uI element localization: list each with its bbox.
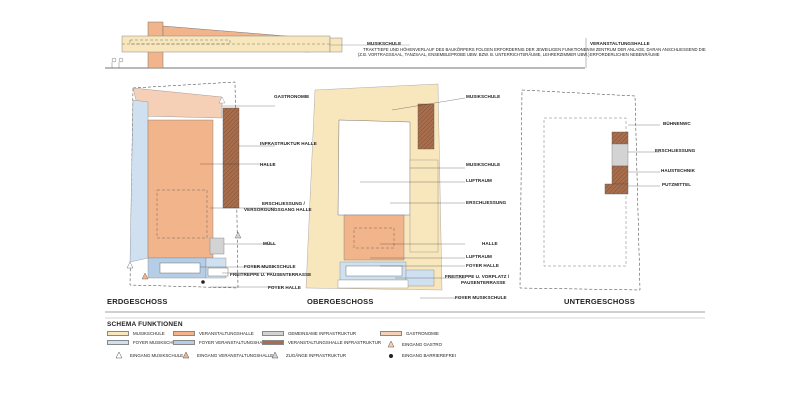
legend-item-foyer-ms: FOYER MUSIKSCHULE	[107, 340, 181, 345]
plan-lower-floor	[519, 89, 660, 291]
legend-item-veranstaltung: VERANSTALTUNGSHALLE	[173, 331, 254, 336]
swatch-foyer-v	[173, 340, 195, 345]
label-og-freitreppe-1: FREITREPPE U. VORPLATZ /	[445, 274, 510, 279]
label-og-erschliessung: ERSCHLIESSUNG	[466, 200, 507, 205]
label-og-freitreppe-2: PAUSENTERRASSE	[461, 280, 506, 285]
swatch-veranstaltung	[173, 331, 195, 336]
section-right-title: VERANSTALTUNGSHALLE	[590, 41, 650, 46]
section-note: TRAKTTIEFE UND HÖHENVERLAUF DES BAUKÖRPE…	[358, 47, 590, 57]
label-gastronomie: GASTRONOMIE	[274, 94, 310, 99]
label-versorgungsgang: VERSORGUNGSGANG HALLE	[244, 207, 312, 212]
label-infra-halle: INFRASTRUKTUR HALLE	[260, 141, 317, 146]
label-halle: HALLE	[260, 162, 276, 167]
caption-erdgeschoss: ERDGESCHOSS	[107, 297, 168, 306]
legend-item-foyer-v: FOYER VERANSTALTUNGSHALLE	[173, 340, 270, 345]
plan-ground-floor	[126, 81, 275, 289]
label-og-halle: HALLE	[482, 241, 498, 246]
legend-entrance-glyphs	[115, 340, 395, 359]
label-foyer-ms: FOYER MUSIKSCHULE	[244, 264, 296, 269]
label-ug-erschliessung: ERSCHLIESSUNG	[655, 148, 696, 153]
legend-title: SCHEMA FUNKTIONEN	[107, 321, 183, 328]
legend-entrance-veranstaltung: EINGANG VERANSTALTUNGSHALLE	[197, 353, 274, 358]
label-ug-putzmittel: PUTZMITTEL	[662, 182, 692, 187]
label-section-musikschule: MUSIKSCHULE	[367, 41, 402, 46]
legend-entrance-gastro: EINGANG GASTRO	[402, 342, 443, 347]
label-og-musikschule-1: MUSIKSCHULE	[466, 94, 501, 99]
label-ug-buehnenwc: BÜHNENWC	[663, 121, 691, 126]
caption-untergeschoss: UNTERGESCHOSS	[564, 297, 635, 306]
swatch-v-infra	[262, 340, 284, 345]
label-og-foyer-halle: FOYER HALLE	[466, 263, 499, 268]
plan-upper-floor	[305, 83, 466, 299]
legend-item-v-infra: VERANSTALTUNGSHALLE INFRASTRUKTUR	[262, 340, 381, 345]
legend-item-musikschule: MUSIKSCHULE	[107, 331, 165, 336]
swatch-foyer-ms	[107, 340, 129, 345]
swatch-gemeinsam	[262, 331, 284, 336]
label-muell: MÜLL	[263, 241, 276, 246]
label-og-foyer-ms: FOYER MUSIKSCHULE	[455, 295, 507, 300]
label-og-luftraum-1: LUFTRAUM	[466, 178, 492, 183]
label-og-luftraum-2: LUFTRAUM	[466, 254, 492, 259]
label-erschliessung: ERSCHLIESSUNG /	[262, 201, 305, 206]
section-right-note: IM ZENTRUM DER ANLAGE, DARAN ANSCHLIESSE…	[590, 47, 706, 57]
label-freitreppe: FREITREPPE U. PAUSENTERRASSE	[230, 272, 312, 277]
legend-entrance-barrierefrei: EINGANG BARRIEREFREI	[402, 353, 456, 358]
label-ug-haustechnik: HAUSTECHNIK	[661, 168, 695, 173]
caption-obergeschoss: OBERGESCHOSS	[307, 297, 374, 306]
swatch-musikschule	[107, 331, 129, 336]
legend-entrance-infra: ZUGÄNGE INFRASTRUKTUR	[286, 353, 347, 358]
label-og-musikschule-2: MUSIKSCHULE	[466, 162, 501, 167]
legend-item-gastronomie: GASTRONOMIE	[380, 331, 439, 336]
legend-entrance-musikschule: EINGANG MUSIKSCHULE	[130, 353, 184, 358]
swatch-gastronomie	[380, 331, 402, 336]
label-foyer-halle: FOYER HALLE	[268, 285, 301, 290]
legend-item-gemeinsam: GEMEINSAME INFRASTRUKTUR	[262, 331, 356, 336]
section-elevation	[105, 21, 587, 69]
